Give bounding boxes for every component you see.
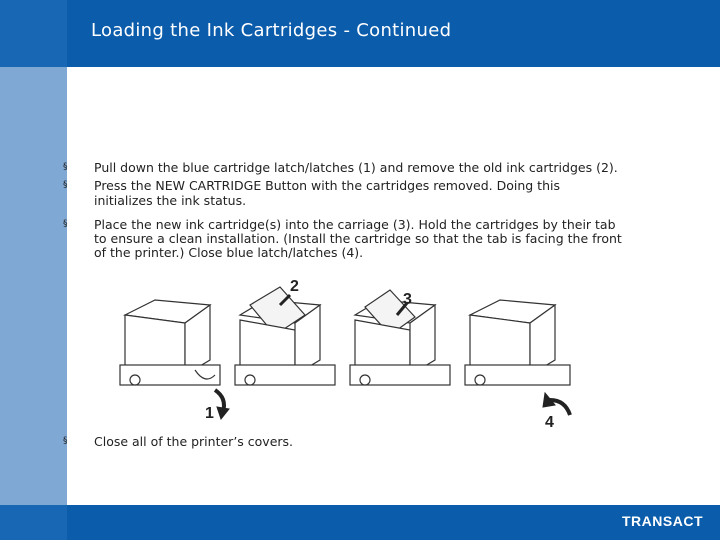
- footer-accent-block: [0, 505, 67, 540]
- down-arrow-icon: [395, 302, 409, 316]
- arrowhead-icon: [216, 406, 230, 421]
- up-arrow-icon: [549, 398, 572, 416]
- printer-carriage-2: [234, 286, 336, 386]
- step-label-2: 2: [290, 278, 299, 295]
- list-item-text: Pull down the blue cartridge latch/latch…: [94, 160, 618, 175]
- list-item-text: to ensure a clean installation. (Install…: [94, 231, 622, 246]
- list-item-text: Close all of the printer’s covers.: [94, 434, 294, 449]
- bullet-icon: §: [63, 219, 68, 229]
- step-label-1: 1: [205, 405, 214, 422]
- left-accent-bar: [0, 0, 67, 540]
- bullet-icon: §: [63, 180, 68, 190]
- header-accent-block: [0, 0, 67, 67]
- list-item-text: initializes the ink status.: [94, 193, 247, 208]
- printer-carriage-4: [464, 299, 571, 386]
- list-item-text: Press the NEW CARTRIDGE Button with the …: [94, 178, 560, 193]
- bullet-icon: §: [63, 162, 68, 172]
- printer-carriage-3: [349, 289, 451, 386]
- slide-title: Loading the Ink Cartridges - Continued: [91, 20, 452, 41]
- up-arrow-icon: [278, 293, 292, 307]
- step-label-3: 3: [403, 291, 412, 308]
- list-item-text: Place the new ink cartridge(s) into the …: [94, 217, 616, 232]
- arrowhead-icon: [542, 391, 556, 408]
- slide-footer: [0, 505, 720, 540]
- slide-header: [0, 0, 720, 67]
- step-label-4: 4: [545, 414, 554, 431]
- transact-logo: TRANSACT: [622, 513, 703, 529]
- printer-carriage-1: [119, 299, 221, 386]
- cartridge-loading-illustration: 1 2 3 4: [119, 278, 572, 431]
- list-item-text: of the printer.) Close blue latch/latche…: [94, 245, 364, 260]
- bullet-icon: §: [63, 436, 68, 446]
